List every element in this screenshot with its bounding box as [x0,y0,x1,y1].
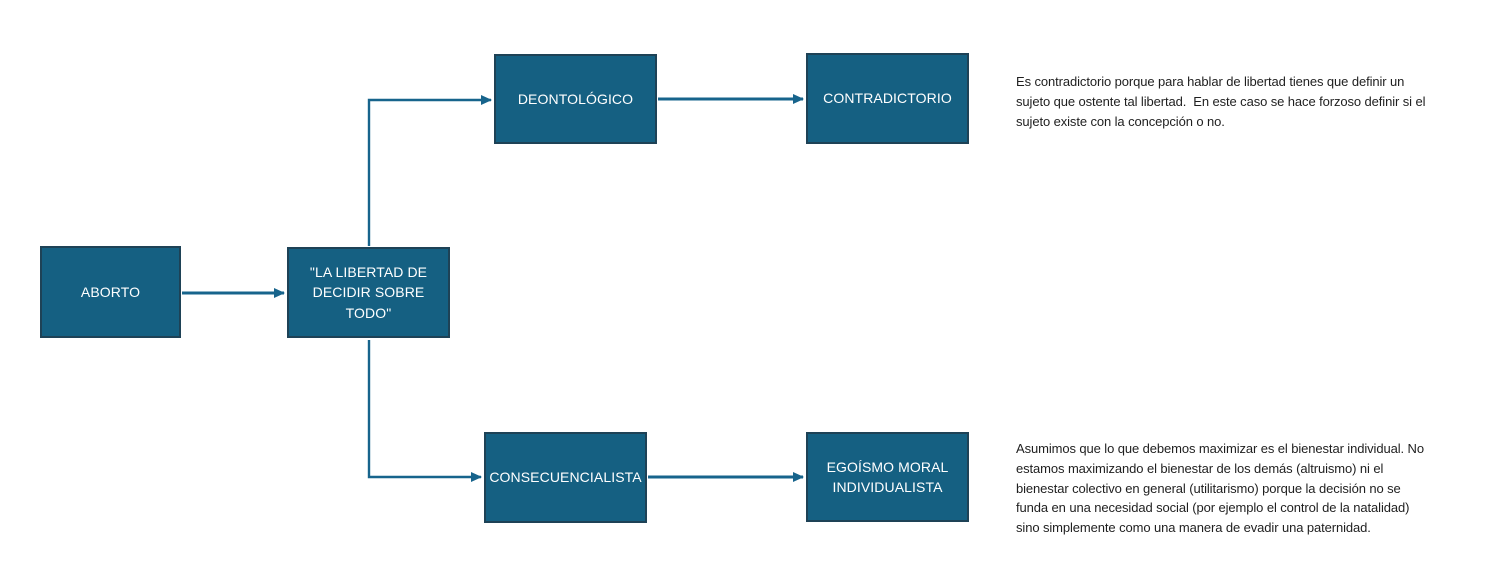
node-egoismo-label: EGOÍSMO MORAL INDIVIDUALISTA [826,458,949,495]
node-deontologico-label: DEONTOLÓGICO [517,90,634,107]
node-aborto-label: ABORTO [80,283,141,300]
annotation-contradictorio: Es contradictorio porque para hablar de … [1016,74,1429,129]
node-deontologico: DEONTOLÓGICO [494,54,657,144]
node-consecuencialista-label: CONSECUENCIALISTA [489,469,642,486]
annotation-egoismo: Asumimos que lo que debemos maximizar es… [1016,441,1428,536]
connector-libertad-deontologico [367,95,492,246]
node-consecuencialista: CONSECUENCIALISTA [484,432,647,523]
node-contradictorio-label: CONTRADICTORIO [823,90,952,107]
node-aborto: ABORTO [40,246,181,338]
node-contradictorio: CONTRADICTORIO [806,53,969,144]
node-libertad-label: "LA LIBERTAD DE DECIDIR SOBRE TODO" [309,264,428,321]
node-egoismo-moral-individualista: EGOÍSMO MORAL INDIVIDUALISTA [806,432,969,522]
node-libertad-de-decidir: "LA LIBERTAD DE DECIDIR SOBRE TODO" [287,247,450,338]
connector-libertad-consecuencialista [367,340,482,482]
